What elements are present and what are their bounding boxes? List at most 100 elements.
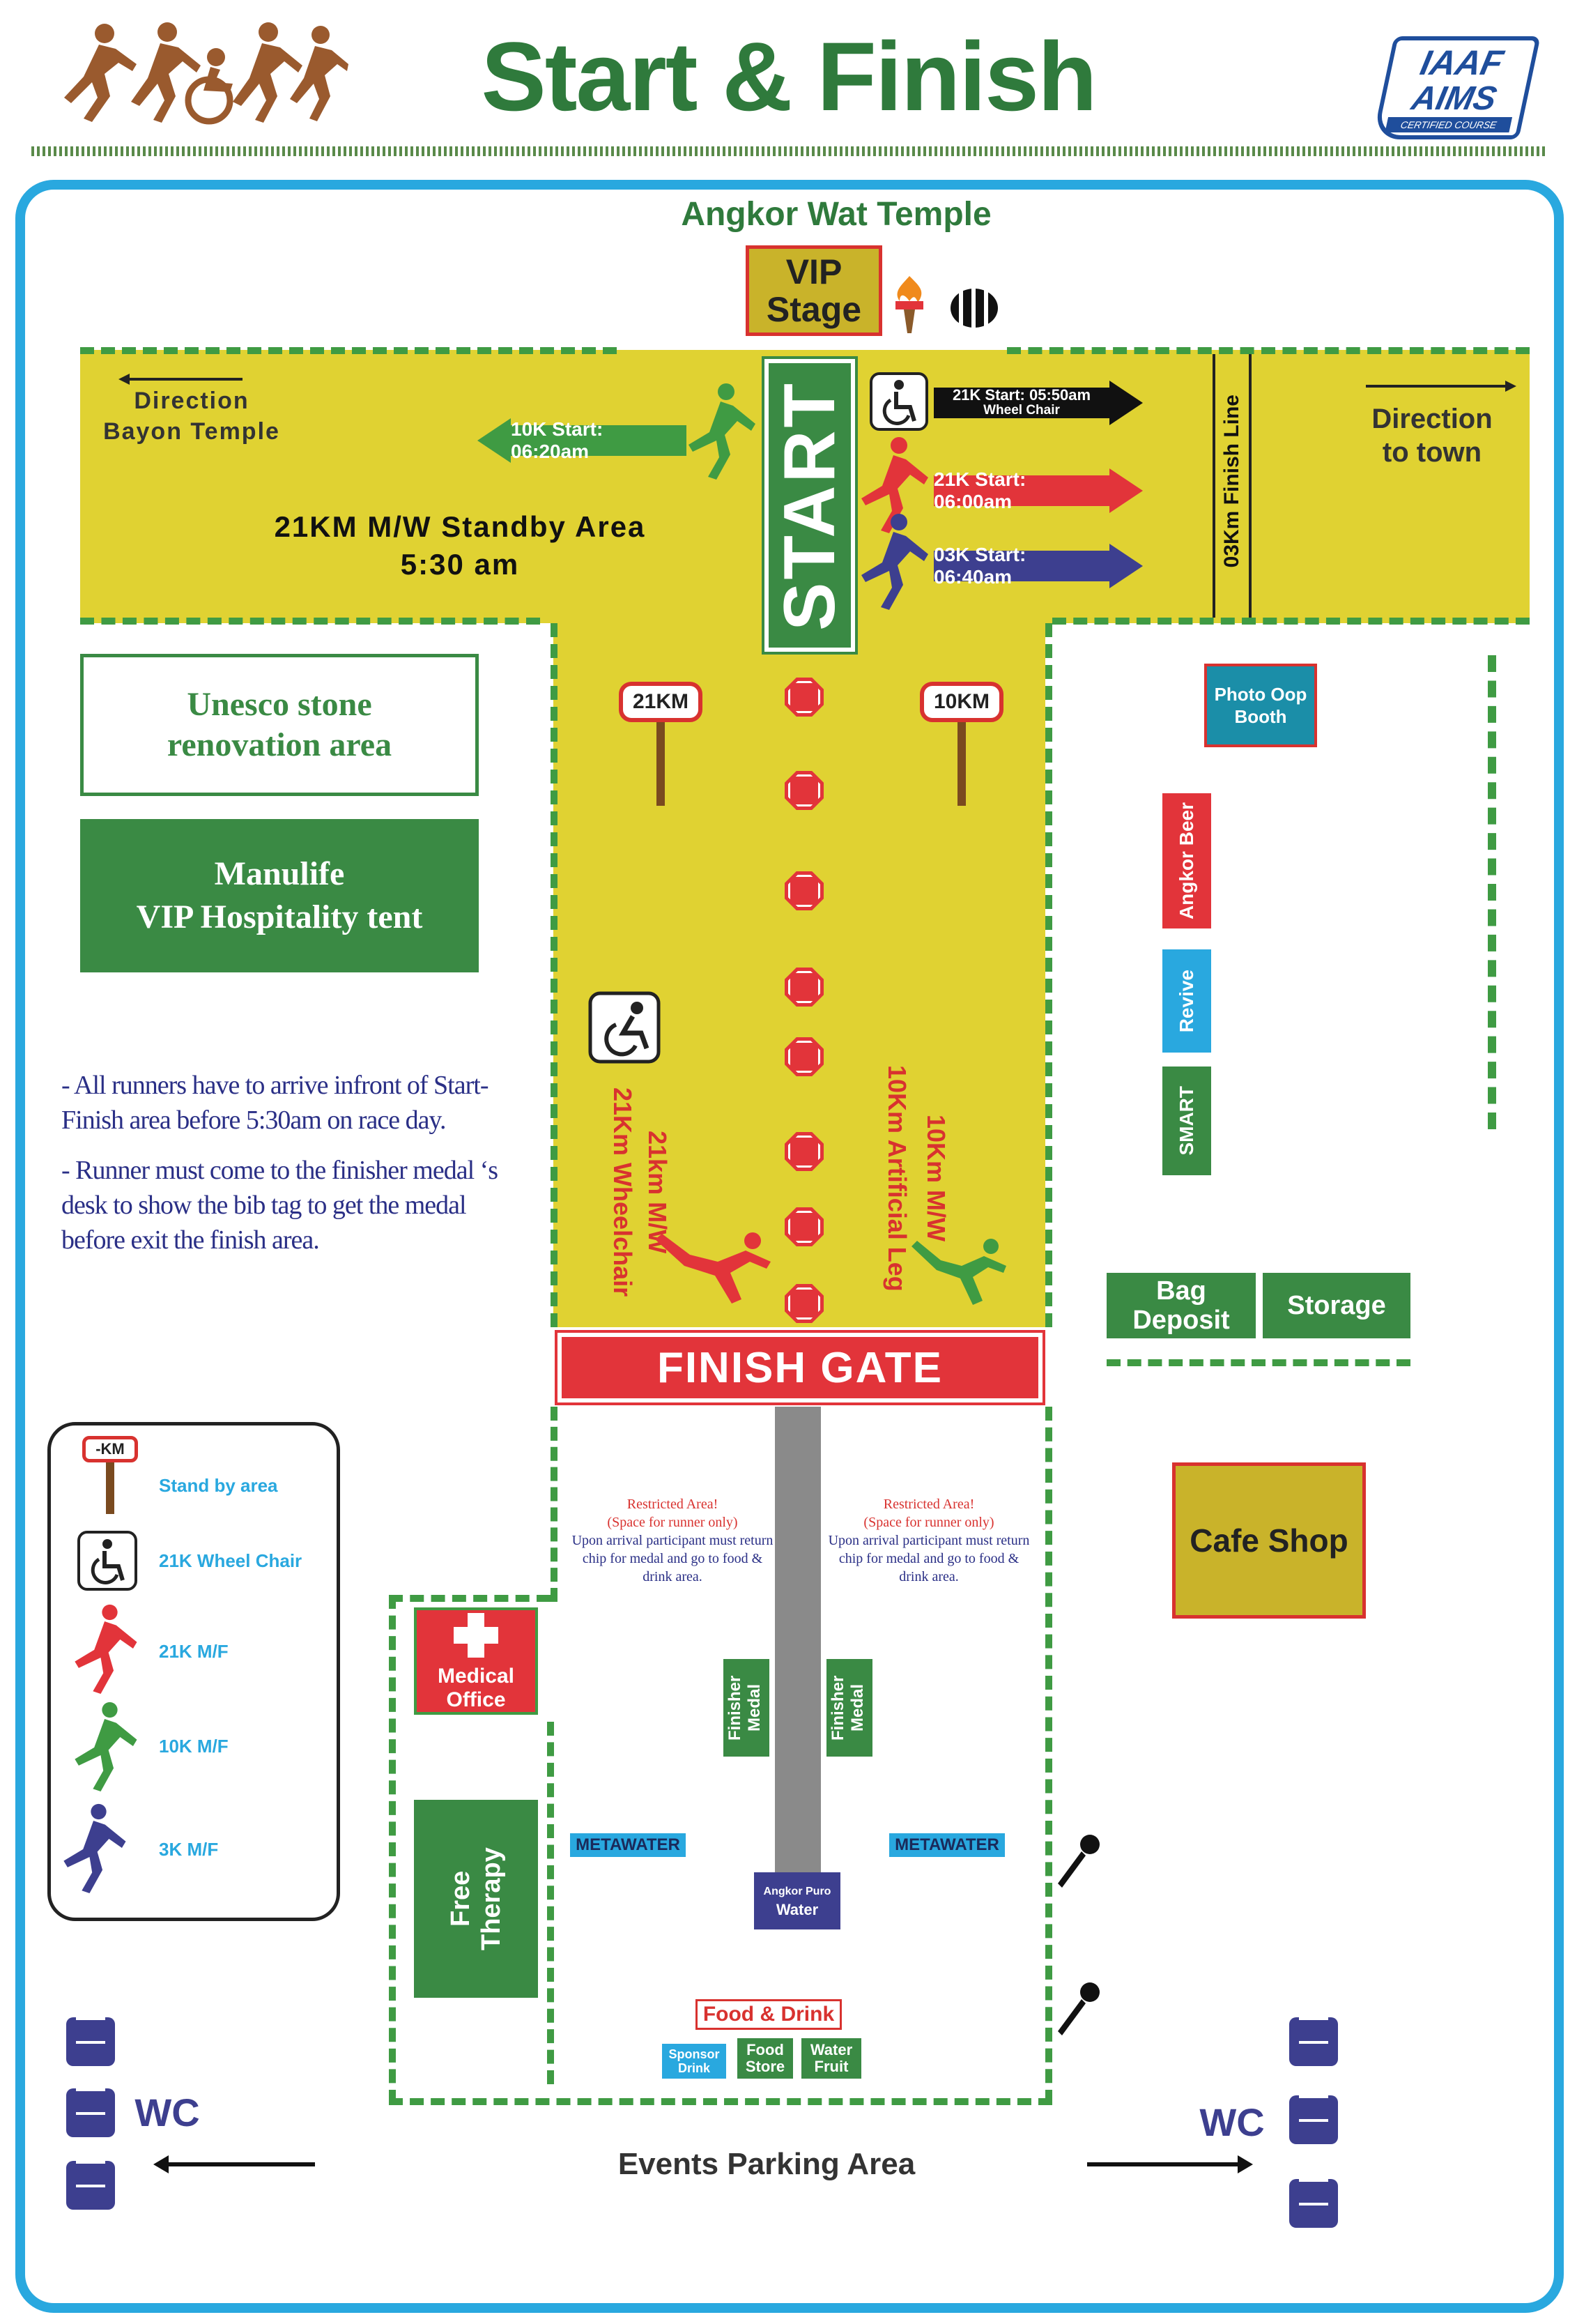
- vip-stage: VIP Stage: [746, 245, 882, 336]
- top-label: Angkor Wat Temple: [681, 195, 992, 233]
- sponsor-drink-booth: Sponsor Drink: [662, 2044, 726, 2079]
- parking-arrow-right: [1087, 2162, 1238, 2166]
- booth-fence: [1107, 1359, 1410, 1366]
- unesco-area: Unesco stone renovation area: [80, 654, 479, 796]
- storage-booth: Storage: [1263, 1273, 1410, 1338]
- standby-area-label: 21KM M/W Standby Area: [274, 510, 646, 543]
- finish-area-fence-left: [389, 1595, 396, 2104]
- parking-arrowhead-left: [153, 2155, 169, 2173]
- lane-divider-6: [785, 1132, 824, 1171]
- logo-line-2: AIMS: [1408, 79, 1500, 117]
- toilet-icon: [66, 2088, 115, 2137]
- direction-bayon-arrow: [124, 378, 243, 381]
- runner-finishing-red-icon: [655, 1232, 771, 1304]
- finish-area-fence-bottom: [389, 2098, 1052, 2105]
- start-banner: START: [762, 356, 858, 655]
- vip-stage-label: VIP Stage: [766, 252, 862, 329]
- water-fruit-booth: Water Fruit: [801, 2038, 861, 2079]
- start-03k-label: 03K Start: 06:40am: [934, 544, 1026, 588]
- lane-divider-4: [785, 968, 824, 1007]
- page-title: Start & Finish: [481, 22, 1097, 131]
- lane-left-label-2: 21Km Wheelchair: [608, 1087, 637, 1297]
- storage-label: Storage: [1287, 1290, 1386, 1320]
- legend-item-21k: 21K M/F: [159, 1641, 229, 1662]
- legend-item-3k: 3K M/F: [159, 1839, 219, 1860]
- angkor-puro-line-2: Water: [776, 1901, 819, 1918]
- restricted-left-sub: (Space for runner only): [607, 1515, 738, 1530]
- legend-sign-post: [106, 1462, 114, 1514]
- inner-fence-left: [547, 1722, 554, 2084]
- microphone-icon: [1058, 1835, 1100, 1888]
- metawater-right: METAWATER: [889, 1833, 1005, 1857]
- restricted-right-sub: (Space for runner only): [863, 1515, 994, 1530]
- restricted-fence-right: [1045, 1407, 1052, 2104]
- direction-town-arrowhead: [1505, 381, 1516, 392]
- free-therapy-label: Free Therapy: [446, 1847, 506, 1950]
- finish-line-03k: 03Km Finish Line: [1215, 376, 1249, 586]
- legend-runner-3k-icon: [63, 1803, 126, 1893]
- torch-icon: [895, 276, 923, 333]
- toilet-icon: [1289, 2095, 1338, 2144]
- unesco-label: Unesco stone renovation area: [167, 686, 392, 763]
- lane-divider-1: [785, 678, 824, 717]
- finisher-medal-desk-left: Finisher Medal: [723, 1659, 769, 1757]
- start-zone-fence-top-left: [80, 347, 617, 354]
- food-store-booth: Food Store: [737, 2038, 793, 2079]
- food-store-label: Food Store: [745, 2041, 785, 2075]
- food-drink-label: Food & Drink: [695, 1999, 842, 2030]
- restricted-fence-left: [551, 1407, 557, 1602]
- direction-bayon-label: Direction Bayon Temple: [91, 385, 293, 448]
- runner-03k-icon: [861, 514, 928, 610]
- standby-time-label: 5:30 am: [400, 548, 520, 581]
- microphone-icon: [1058, 1982, 1100, 2035]
- restricted-left-title: Restricted Area!: [626, 1497, 718, 1512]
- map-frame: [15, 180, 1564, 2313]
- lane-right-label-2: 10Km Artificial Leg: [883, 1064, 911, 1292]
- wheelchair-start-arrow: 21K Start: 05:50am Wheel Chair: [934, 381, 1143, 425]
- photo-booth: Photo Oop Booth: [1204, 664, 1317, 747]
- chute-fence-right: [1045, 623, 1052, 1327]
- wheelchair-standby-icon: [588, 991, 661, 1064]
- legend-item-wheelchair: 21K Wheel Chair: [159, 1550, 302, 1571]
- finish-area-fence-top: [389, 1595, 551, 1602]
- runner-21k-icon: [861, 437, 928, 533]
- sign-10km-post: [957, 722, 966, 806]
- wc-label-left: WC: [134, 2090, 200, 2134]
- lane-divider-3: [785, 871, 824, 910]
- sign-21km-post: [656, 722, 665, 806]
- direction-town-arrow: [1366, 385, 1505, 388]
- lane-divider-5: [785, 1037, 824, 1076]
- lane-divider-7: [785, 1207, 824, 1246]
- lane-left-label-1: 21km M/W: [643, 1130, 672, 1254]
- legend-runner-21k-icon: [75, 1604, 137, 1694]
- runner-10k-icon: [689, 383, 755, 480]
- wheelchair-start-sub: Wheel Chair: [983, 403, 1060, 418]
- metawater-left: METAWATER: [570, 1833, 686, 1857]
- lane-right-label-1: 10Km M/W: [922, 1114, 951, 1242]
- iaaf-aims-logo: IAAF AIMS CERTIFIED COURSE: [1372, 36, 1541, 139]
- start-zone-fence-bottom-right: [1052, 618, 1530, 625]
- sponsor-drink-label: Sponsor Drink: [668, 2047, 720, 2075]
- direction-town-label: Direction to town: [1371, 404, 1493, 468]
- angkor-beer-booth: Angkor Beer: [1162, 793, 1211, 928]
- medical-cross-icon: [454, 1613, 498, 1658]
- finish-runway: [775, 1407, 821, 1881]
- chute-fence-left: [551, 623, 557, 1327]
- wheelchair-icon: [870, 372, 928, 431]
- sign-10km: 10KM: [920, 682, 1003, 722]
- start-03k-arrow: 03K Start: 06:40am: [934, 544, 1143, 588]
- finisher-medal-desk-right: Finisher Medal: [826, 1659, 872, 1757]
- direction-bayon-text: Direction Bayon Temple: [103, 388, 280, 445]
- medical-office-label: Medical Office: [437, 1665, 515, 1711]
- medical-office: Medical Office: [414, 1607, 538, 1715]
- manulife-line-1: Manulife: [214, 855, 345, 892]
- wheelchair-start-label: 21K Start: 05:50am: [952, 386, 1091, 404]
- restricted-note-right: Restricted Area! (Space for runner only)…: [828, 1492, 1030, 1589]
- wc-label-right: WC: [1199, 2100, 1265, 2144]
- right-fence: [1488, 655, 1496, 1129]
- logo-line-1: IAAF: [1417, 43, 1507, 82]
- sign-21km: 21KM: [619, 682, 702, 722]
- legend-runner-10k-icon: [75, 1702, 137, 1791]
- cafe-shop: Cafe Shop: [1172, 1462, 1366, 1619]
- legend-item-10k: 10K M/F: [159, 1736, 229, 1757]
